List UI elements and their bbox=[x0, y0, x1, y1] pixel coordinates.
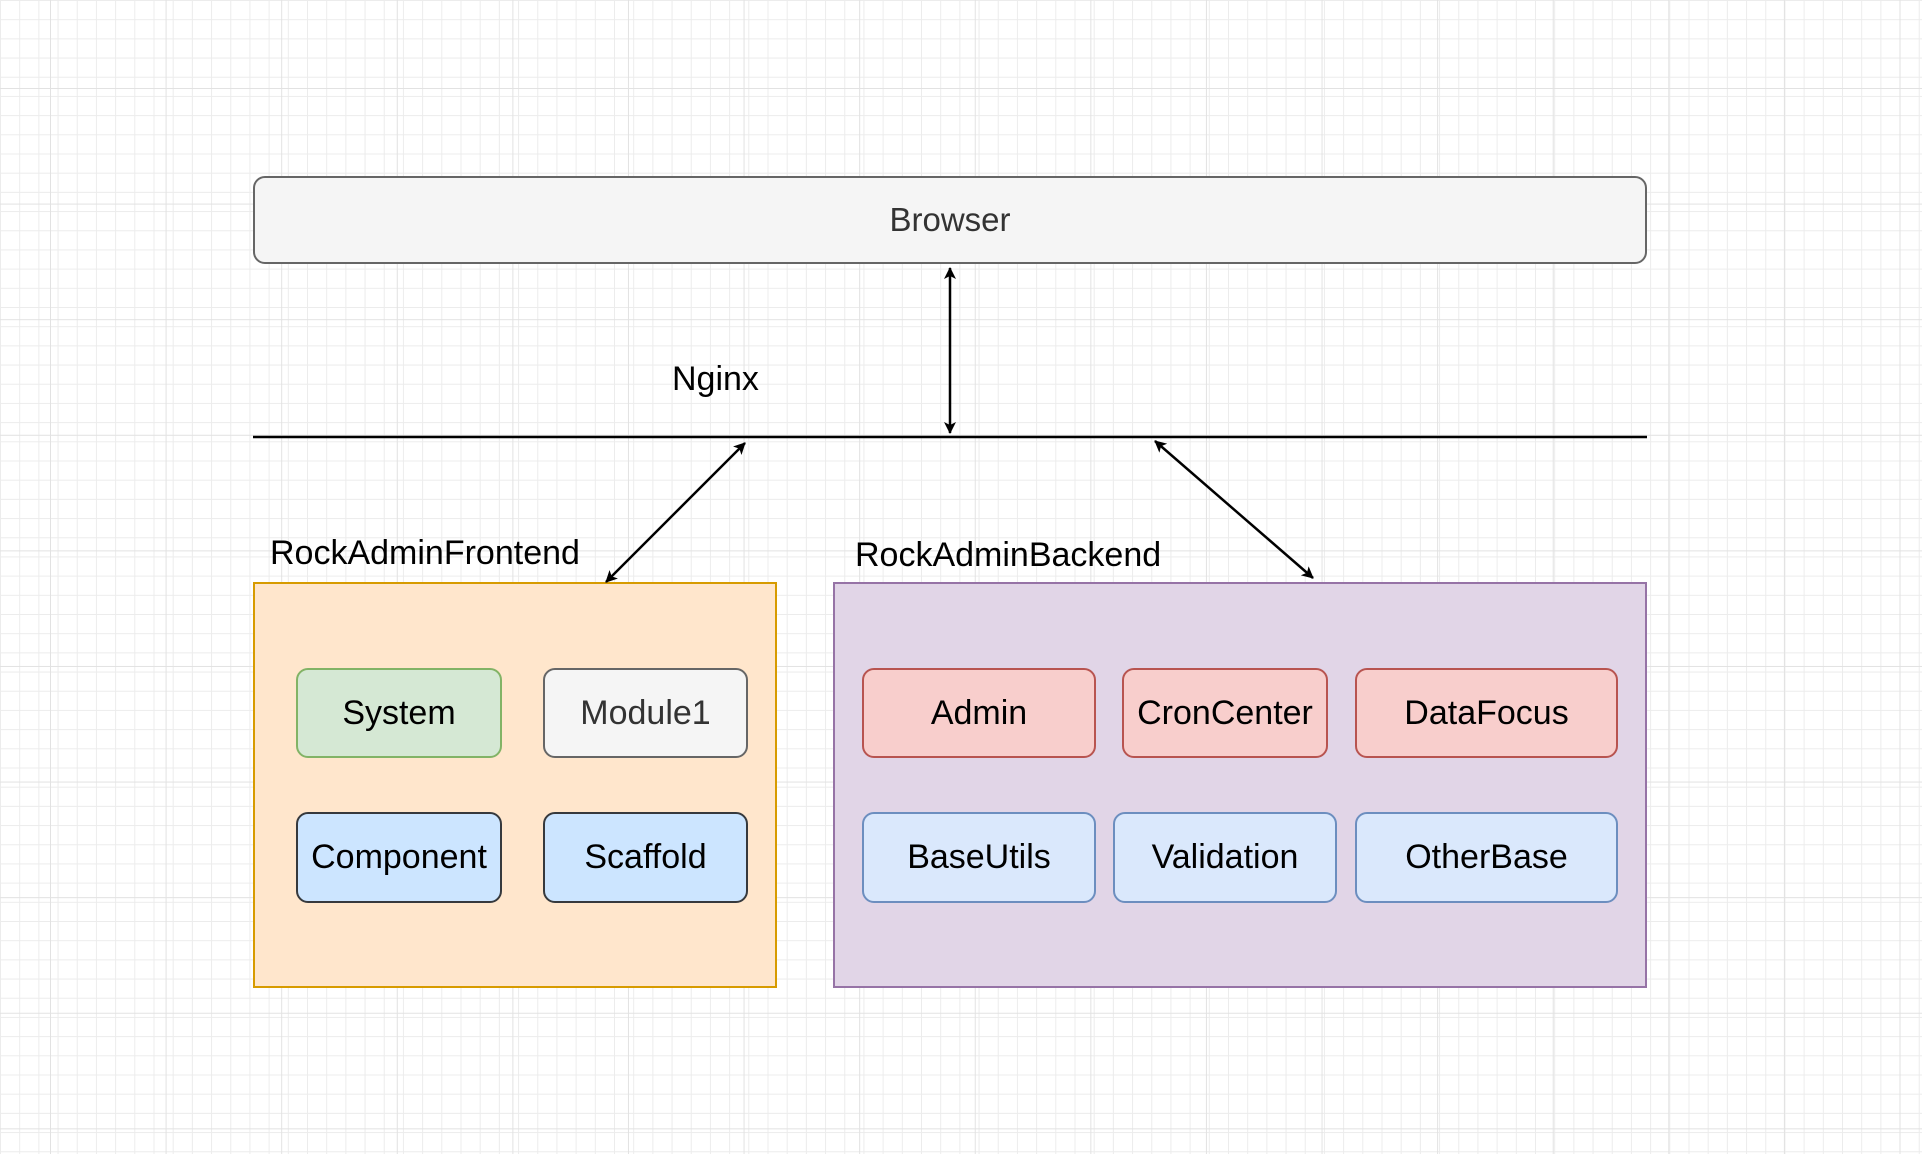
backend-title: RockAdminBackend bbox=[855, 536, 1162, 574]
nginx-label: Nginx bbox=[672, 360, 759, 398]
module-component[interactable]: Component bbox=[296, 812, 502, 903]
module-module1[interactable]: Module1 bbox=[543, 668, 748, 758]
module-system[interactable]: System bbox=[296, 668, 502, 758]
browser-node[interactable]: Browser bbox=[253, 176, 1647, 264]
frontend-title: RockAdminFrontend bbox=[270, 534, 580, 572]
backend-group[interactable] bbox=[833, 582, 1647, 988]
module-croncenter[interactable]: CronCenter bbox=[1122, 668, 1328, 758]
module-validation[interactable]: Validation bbox=[1113, 812, 1337, 903]
module-datafocus[interactable]: DataFocus bbox=[1355, 668, 1618, 758]
backend-nginx-arrow bbox=[1154, 440, 1314, 579]
module-admin[interactable]: Admin bbox=[862, 668, 1096, 758]
module-scaffold[interactable]: Scaffold bbox=[543, 812, 748, 903]
frontend-nginx-arrow bbox=[605, 442, 746, 583]
frontend-group[interactable] bbox=[253, 582, 777, 988]
module-baseutils[interactable]: BaseUtils bbox=[862, 812, 1096, 903]
module-otherbase[interactable]: OtherBase bbox=[1355, 812, 1618, 903]
